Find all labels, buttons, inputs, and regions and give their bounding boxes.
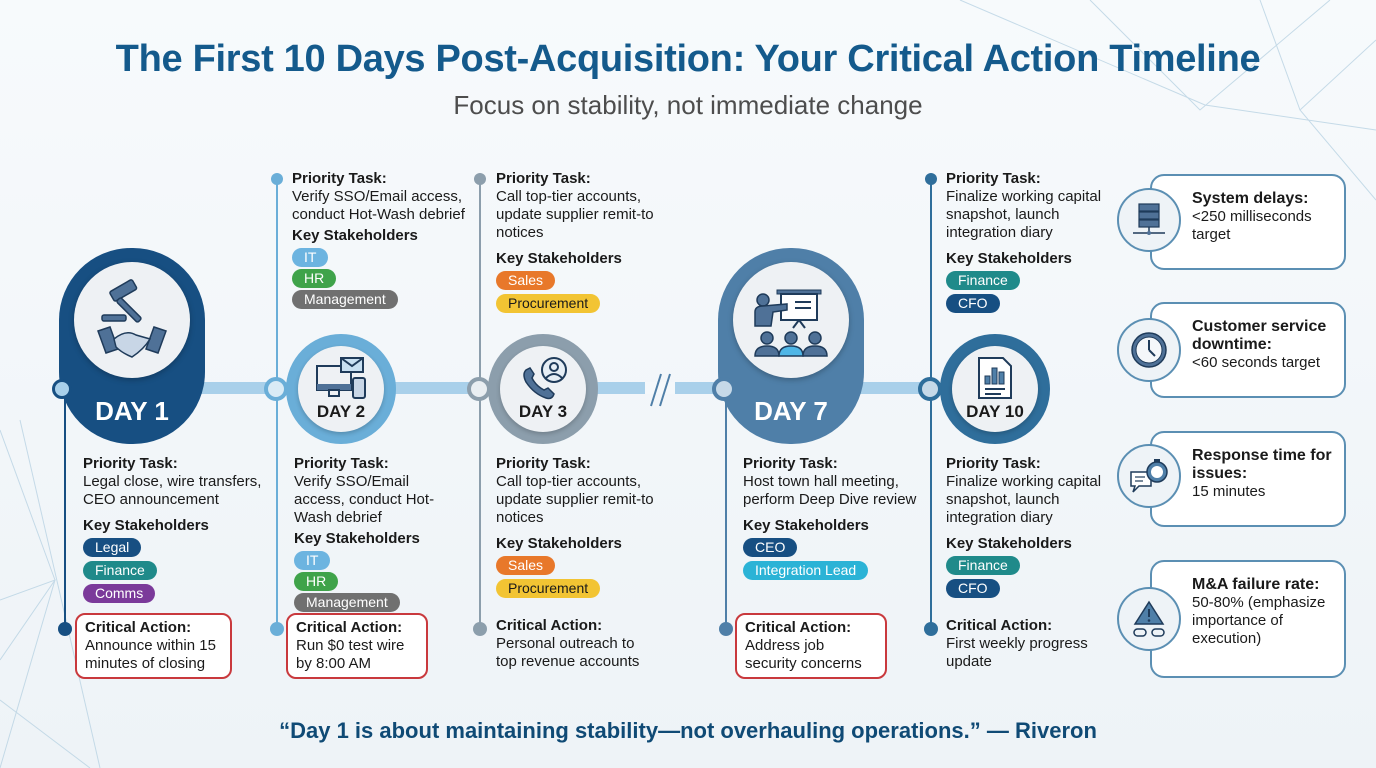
- stakeholder-tag-management: Management: [294, 593, 400, 612]
- stakeholder-tag-cfo: CFO: [946, 579, 1000, 598]
- day10-critical-action: Critical Action: First weekly progress u…: [946, 617, 1088, 670]
- stakeholder-tag-sales: Sales: [496, 556, 556, 575]
- day1-label: DAY 1: [95, 396, 169, 426]
- day7-timeline-node: [712, 377, 736, 401]
- metric-customer-downtime-icon-circle: [1117, 318, 1181, 382]
- stakeholder-tag-it: IT: [294, 551, 331, 570]
- metric-customer-downtime: Customer service downtime: <60 seconds t…: [1150, 302, 1346, 398]
- day3-critical-action: Critical Action: Personal outreach to to…: [496, 617, 640, 670]
- clock-icon: [1131, 332, 1167, 368]
- report-chart-icon: [978, 357, 1012, 399]
- day7-bottom-info: Priority Task: Host town hall meeting, p…: [743, 455, 917, 580]
- stakeholder-tag-ceo: CEO: [743, 538, 798, 557]
- day7-icon-circle: [733, 262, 849, 378]
- day7-bottom-dot: [719, 622, 733, 636]
- phone-contact-icon: [523, 357, 567, 400]
- day10-top-info: Priority Task: Finalize working capital …: [946, 170, 1102, 313]
- page-title: The First 10 Days Post-Acquisition: Your…: [115, 38, 1261, 80]
- day1-bottom-info: Priority Task: Legal close, wire transfe…: [83, 455, 262, 603]
- stakeholder-tag-finance: Finance: [946, 271, 1020, 290]
- footer-quote: “Day 1 is about maintaining stability—no…: [279, 718, 1097, 743]
- warning-broken-link-icon: [1133, 600, 1165, 637]
- stakeholder-tag-procurement: Procurement: [496, 579, 601, 598]
- day10-bottom-dot: [924, 622, 938, 636]
- day7-marker[interactable]: DAY 7: [718, 248, 864, 444]
- stakeholder-tag-management: Management: [292, 290, 398, 309]
- day1-marker[interactable]: DAY 1: [59, 248, 205, 444]
- day2-marker[interactable]: DAY 2: [286, 334, 396, 444]
- chat-stopwatch-icon: [1130, 459, 1168, 493]
- day3-top-dot: [474, 173, 486, 185]
- day7-label: DAY 7: [754, 396, 828, 426]
- server-icon: [1133, 203, 1165, 235]
- stakeholder-tag-integration-lead: Integration Lead: [743, 561, 869, 580]
- day2-connector: [276, 178, 278, 630]
- day3-top-info: Priority Task: Call top-tier accounts, u…: [496, 170, 654, 313]
- day2-top-dot: [271, 173, 283, 185]
- presentation-audience-icon: [754, 289, 828, 357]
- day3-bottom-info: Priority Task: Call top-tier accounts, u…: [496, 455, 654, 598]
- stakeholder-tag-finance: Finance: [946, 556, 1020, 575]
- day3-label: DAY 3: [518, 402, 568, 421]
- metric-system-delays-icon-circle: [1117, 188, 1181, 252]
- day2-bottom-dot: [270, 622, 284, 636]
- day3-connector: [479, 178, 481, 630]
- day7-connector: [725, 390, 727, 630]
- metric-response-time-icon-circle: [1117, 444, 1181, 508]
- day2-critical-action: Critical Action: Run $0 test wire by 8:0…: [286, 613, 428, 679]
- day1-bottom-dot: [58, 622, 72, 636]
- day3-timeline-node: [467, 377, 491, 401]
- metric-system-delays: System delays: <250 milliseconds target: [1150, 174, 1346, 270]
- day10-timeline-node: [918, 377, 942, 401]
- day1-connector: [64, 390, 66, 630]
- day3-bottom-dot: [473, 622, 487, 636]
- stakeholder-tag-legal: Legal: [83, 538, 142, 557]
- metric-failure-rate-icon-circle: [1117, 587, 1181, 651]
- page-subtitle: Focus on stability, not immediate change: [453, 90, 923, 120]
- stakeholder-tag-comms: Comms: [83, 584, 156, 603]
- day10-bottom-info: Priority Task: Finalize working capital …: [946, 455, 1102, 598]
- stakeholder-tag-hr: HR: [292, 269, 337, 288]
- stakeholder-tag-cfo: CFO: [946, 294, 1000, 313]
- day1-timeline-node: [52, 379, 72, 399]
- stakeholder-tag-sales: Sales: [496, 271, 556, 290]
- stakeholder-tag-procurement: Procurement: [496, 294, 601, 313]
- metric-response-time: Response time for issues: 15 minutes: [1150, 431, 1346, 527]
- metric-failure-rate: M&A failure rate: 50-80% (emphasize impo…: [1150, 560, 1346, 678]
- day10-label: DAY 10: [966, 402, 1024, 421]
- day10-marker[interactable]: DAY 10: [940, 334, 1050, 444]
- day2-bottom-info: Priority Task: Verify SSO/Email access, …: [294, 455, 435, 612]
- day1-critical-action: Critical Action: Announce within 15 minu…: [75, 613, 232, 679]
- day2-label: DAY 2: [316, 402, 366, 421]
- computer-email-mobile-icon: [316, 357, 366, 399]
- stakeholder-tag-finance: Finance: [83, 561, 157, 580]
- timeline-break-icon: [645, 373, 675, 407]
- day2-timeline-node: [264, 377, 288, 401]
- day2-top-info: Priority Task: Verify SSO/Email access, …: [292, 170, 465, 309]
- gavel-handshake-icon: [97, 279, 167, 358]
- stakeholder-tag-hr: HR: [294, 572, 339, 591]
- day7-critical-action: Critical Action: Address job security co…: [735, 613, 887, 679]
- day10-connector: [930, 178, 932, 630]
- day1-icon-circle: [74, 262, 190, 378]
- day10-top-dot: [925, 173, 937, 185]
- day3-marker[interactable]: DAY 3: [488, 334, 598, 444]
- stakeholder-tag-it: IT: [292, 248, 329, 267]
